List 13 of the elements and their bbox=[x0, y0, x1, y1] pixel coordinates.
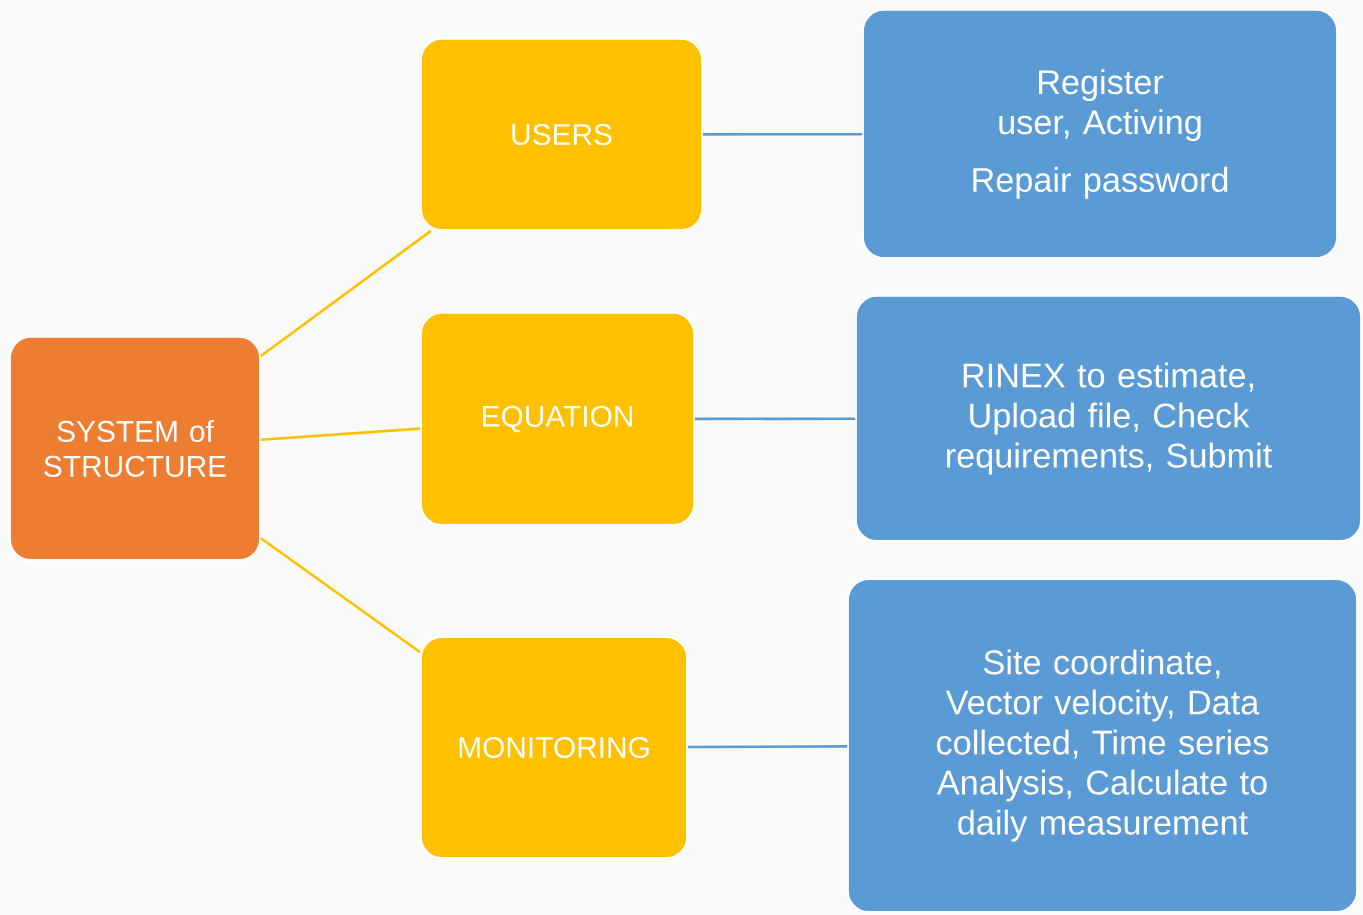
module-box: USERS bbox=[420, 38, 703, 231]
connector-line bbox=[260, 427, 421, 442]
detail-box: Register user, Activing Repair password bbox=[862, 9, 1338, 259]
connector-line bbox=[260, 537, 421, 654]
module-box: MONITORING bbox=[420, 636, 688, 859]
detail-box: Site coordinate, Vector velocity, Data collected, Time series Analysis, Calculate to daily measurement bbox=[847, 578, 1358, 913]
module-box: EQUATION bbox=[420, 312, 695, 526]
root-box: SYSTEM of STRUCTURE bbox=[9, 336, 261, 561]
detail-box: RINEX to estimate, Upload file, Check requirements, Submit bbox=[855, 295, 1362, 542]
connector-line bbox=[687, 745, 848, 749]
connector-line bbox=[260, 229, 432, 358]
connector-line bbox=[694, 417, 856, 421]
connector-line bbox=[702, 132, 863, 136]
